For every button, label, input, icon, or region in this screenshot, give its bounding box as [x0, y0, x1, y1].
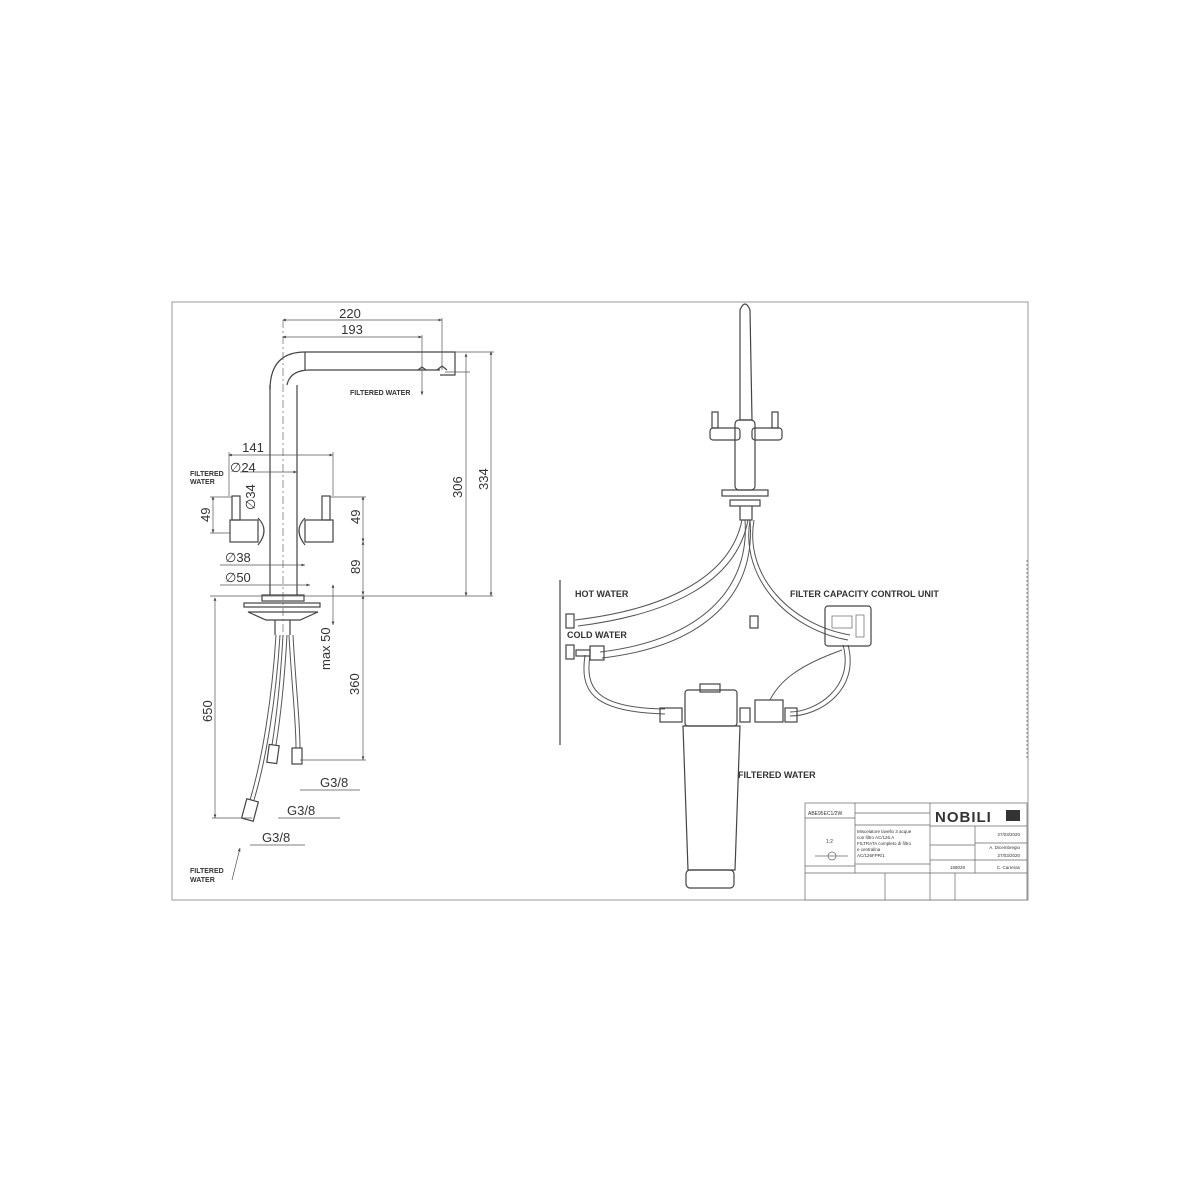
dim-dia24: ∅24: [230, 460, 256, 475]
label-inlet-water: WATER: [190, 877, 215, 884]
desc-line: con filtro AC/126.A: [857, 835, 894, 840]
dim-334: 334: [476, 468, 491, 490]
date-2: 27/03/2020: [997, 853, 1020, 858]
dim-max50: max 50: [318, 627, 333, 670]
desc-line: FILTRATA completo di filtro: [857, 841, 912, 846]
author-1: A. Dicembregio: [989, 845, 1020, 850]
dim-g38-2: G3/8: [287, 803, 315, 818]
dim-360: 360: [347, 673, 362, 695]
desc-line: AC/126FPR/1: [857, 853, 885, 858]
dim-g38-1: G3/8: [320, 775, 348, 790]
label-handle-filtered: FILTERED: [190, 471, 224, 478]
code: ABE95EC1/2W: [808, 811, 842, 817]
dim-306: 306: [450, 476, 465, 498]
dim-89: 89: [348, 560, 363, 574]
dim-49-left: 49: [198, 508, 213, 522]
title-block: NOBILI ABE95EC1/2W 1:2 Miscelatore lavel…: [804, 802, 1028, 901]
dim-g38-3: G3/8: [262, 830, 290, 845]
brand-logo: NOBILI: [935, 809, 992, 826]
desc-line: e centralina: [857, 847, 881, 852]
label-spout-filtered-water: FILTERED WATER: [350, 390, 410, 397]
sheet-border: [171, 301, 1029, 901]
dim-dia34: ∅34: [243, 484, 258, 510]
label-hot-water: HOT WATER: [575, 589, 629, 599]
author-2: C. Carreras: [997, 865, 1021, 870]
dim-dia38: ∅38: [225, 550, 251, 565]
faucet-side-view: 220 193 FILTERED WATER 141 ∅24 ∅34 FILTE…: [190, 306, 494, 884]
scale: 1:2: [826, 839, 833, 845]
label-cold-water: COLD WATER: [567, 630, 627, 640]
date-1: 27/03/2020: [997, 832, 1020, 837]
label-filtered-water: FILTERED WATER: [738, 770, 816, 780]
dim-49-right: 49: [348, 510, 363, 524]
installation-view: HOT WATER COLD WATER FILTER CAPACITY CON…: [559, 303, 939, 889]
dim-220: 220: [339, 306, 361, 321]
dim-141: 141: [242, 440, 264, 455]
label-control-unit: FILTER CAPACITY CONTROL UNIT: [790, 589, 939, 599]
dim-650: 650: [200, 700, 215, 722]
desc-line: Miscelatore lavello 3 acque: [857, 829, 912, 834]
label-handle-water: WATER: [190, 479, 215, 486]
label-inlet-filtered: FILTERED: [190, 868, 224, 875]
dim-193: 193: [341, 322, 363, 337]
dim-dia50: ∅50: [225, 570, 251, 585]
drawing-number: 168028: [950, 865, 966, 870]
